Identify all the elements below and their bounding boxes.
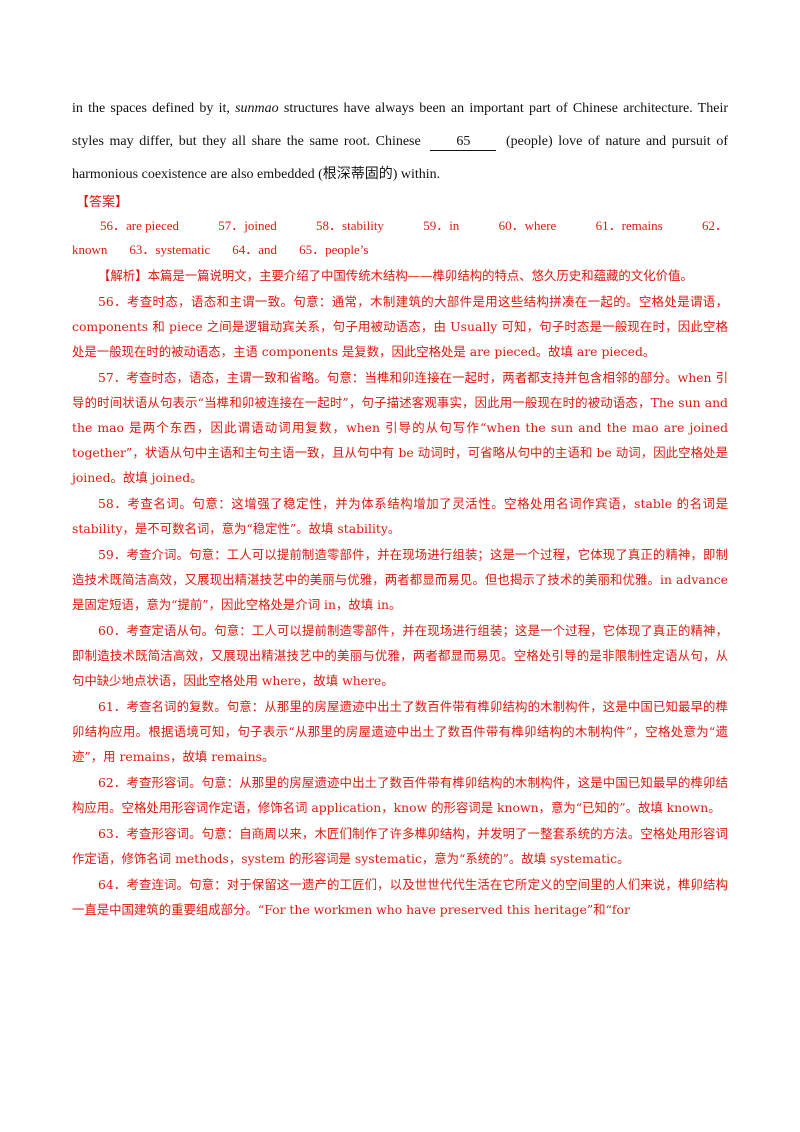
analysis-item-58: 58．考查名词。句意：这增强了稳定性，并为体系结构增加了灵活性。空格处用名词作宾… xyxy=(72,496,728,536)
passage-term: sunmao xyxy=(235,101,279,116)
passage-text-b: structures have always been an important… xyxy=(72,101,728,149)
analysis-label: 【解析】 xyxy=(98,268,148,283)
document-content: in the spaces defined by it, sunmao stru… xyxy=(72,92,728,923)
answer-item: 62． xyxy=(701,218,728,233)
analysis-intro-text: 本篇是一篇说明文，主要介绍了中国传统木结构——榫卯结构的特点、悠久历史和蕴藏的文… xyxy=(147,268,693,283)
analysis-intro: 【解析】本篇是一篇说明文，主要介绍了中国传统木结构——榫卯结构的特点、悠久历史和… xyxy=(72,263,728,288)
answer-label: 【答案】 xyxy=(76,195,129,210)
analysis-item-59: 59．考查介词。句意：工人可以提前制造零部件，并在现场进行组装；这是一个过程，它… xyxy=(72,547,728,612)
blank-65: 65 xyxy=(430,134,497,151)
answer-item: 57．joined xyxy=(218,218,277,233)
passage-text-c: (people) love of nature and pursuit of h… xyxy=(72,134,728,182)
answer-item: 58．stability xyxy=(316,218,384,233)
answer-item: 59．in xyxy=(423,218,460,233)
passage-paragraph: in the spaces defined by it, sunmao stru… xyxy=(72,92,728,191)
answer-row-1: 56．are pieced 57．joined 58．stability 59．… xyxy=(72,214,728,238)
answer-item: 64．and xyxy=(232,242,278,257)
analysis-item-60: 60．考查定语从句。句意：工人可以提前制造零部件，并在现场进行组装；这是一个过程… xyxy=(72,623,728,688)
answer-item: 56．are pieced xyxy=(100,218,180,233)
analysis-item-57: 57．考查时态，语态，主谓一致和省略。句意：当榫和卯连接在一起时，两者都支持并包… xyxy=(72,370,728,485)
analysis-item-62: 62．考查形容词。句意：从那里的房屋遗迹中出土了数百件带有榫卯结构的木制构件，这… xyxy=(72,775,728,815)
analysis-item-56: 56．考查时态，语态和主谓一致。句意：通常，木制建筑的大部件是用这些结构拼凑在一… xyxy=(72,294,728,359)
answer-row-2: known 63．systematic 64．and 65．people’s xyxy=(72,238,728,262)
answer-item: 60．where xyxy=(498,218,557,233)
answer-list: 56．are pieced 57．joined 58．stability 59．… xyxy=(72,214,728,262)
passage-text-a: in the spaces defined by it, xyxy=(72,101,236,116)
answer-item: 61．remains xyxy=(595,218,663,233)
answer-item: 63．systematic xyxy=(129,242,211,257)
analysis-item-63: 63．考查形容词。句意：自商周以来，木匠们制作了许多榫卯结构，并发明了一整套系统… xyxy=(72,826,728,866)
analysis-item-61: 61．考查名词的复数。句意：从那里的房屋遗迹中出土了数百件带有榫卯结构的木制构件… xyxy=(72,699,728,764)
analysis-item-64: 64．考查连词。句意：对于保留这一遗产的工匠们，以及世世代代生活在它所定义的空间… xyxy=(72,877,728,917)
answer-item: known xyxy=(72,242,108,257)
answer-item: 65．people’s xyxy=(299,242,369,257)
